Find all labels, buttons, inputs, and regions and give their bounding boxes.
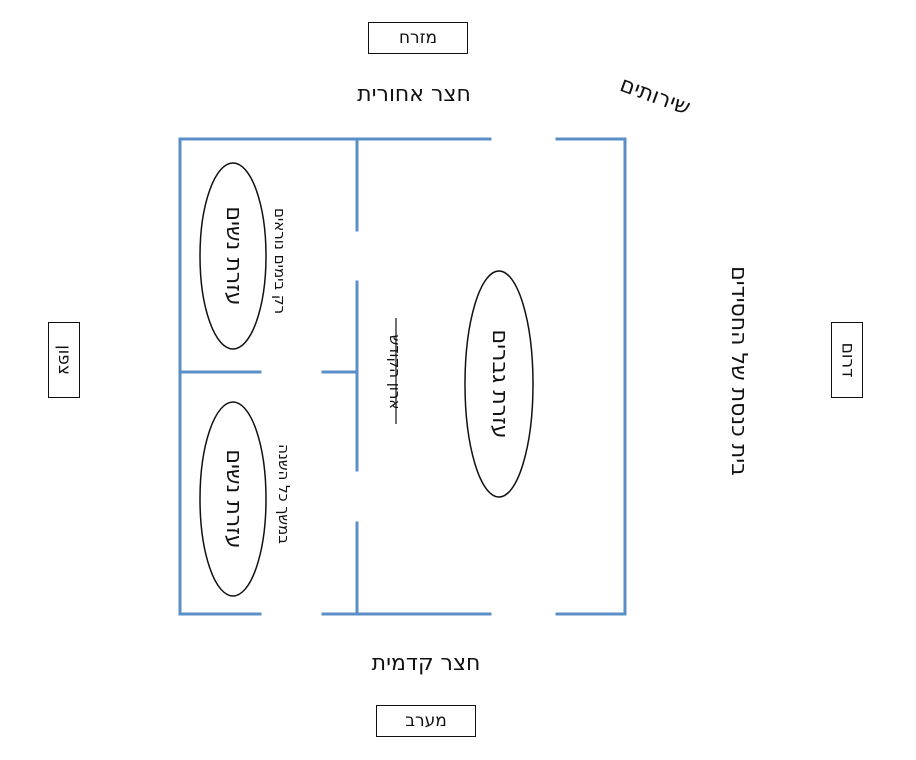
west-label: מערב	[405, 711, 447, 731]
womens-lower-label: עזרת נשים	[221, 449, 246, 549]
front-courtyard-label: חצר קדמית	[371, 651, 481, 676]
south-box: דרום	[831, 322, 863, 398]
mens-ellipse	[464, 270, 534, 498]
north-box: צפון	[48, 322, 80, 398]
womens-lower-ellipse	[199, 401, 267, 597]
ark-label: ארון הקודש	[386, 334, 404, 410]
womens-upper-ellipse	[199, 162, 267, 350]
mens-section-label: עזרת גברים	[487, 329, 512, 439]
womens-upper-label: עזרת נשים	[221, 206, 246, 306]
lower-note-label: במשך כל השנה	[275, 444, 293, 544]
south-label: דרום	[836, 342, 857, 378]
east-box: מזרח	[368, 22, 468, 54]
north-label: צפון	[54, 345, 74, 375]
west-box: מערב	[376, 705, 476, 737]
synagogue-label: בית כנסת של החסידים	[726, 266, 751, 476]
back-courtyard-label: חצר אחורית	[357, 82, 471, 107]
upper-note-label: רק בימים נוראים	[271, 207, 289, 315]
east-label: מזרח	[398, 28, 438, 48]
